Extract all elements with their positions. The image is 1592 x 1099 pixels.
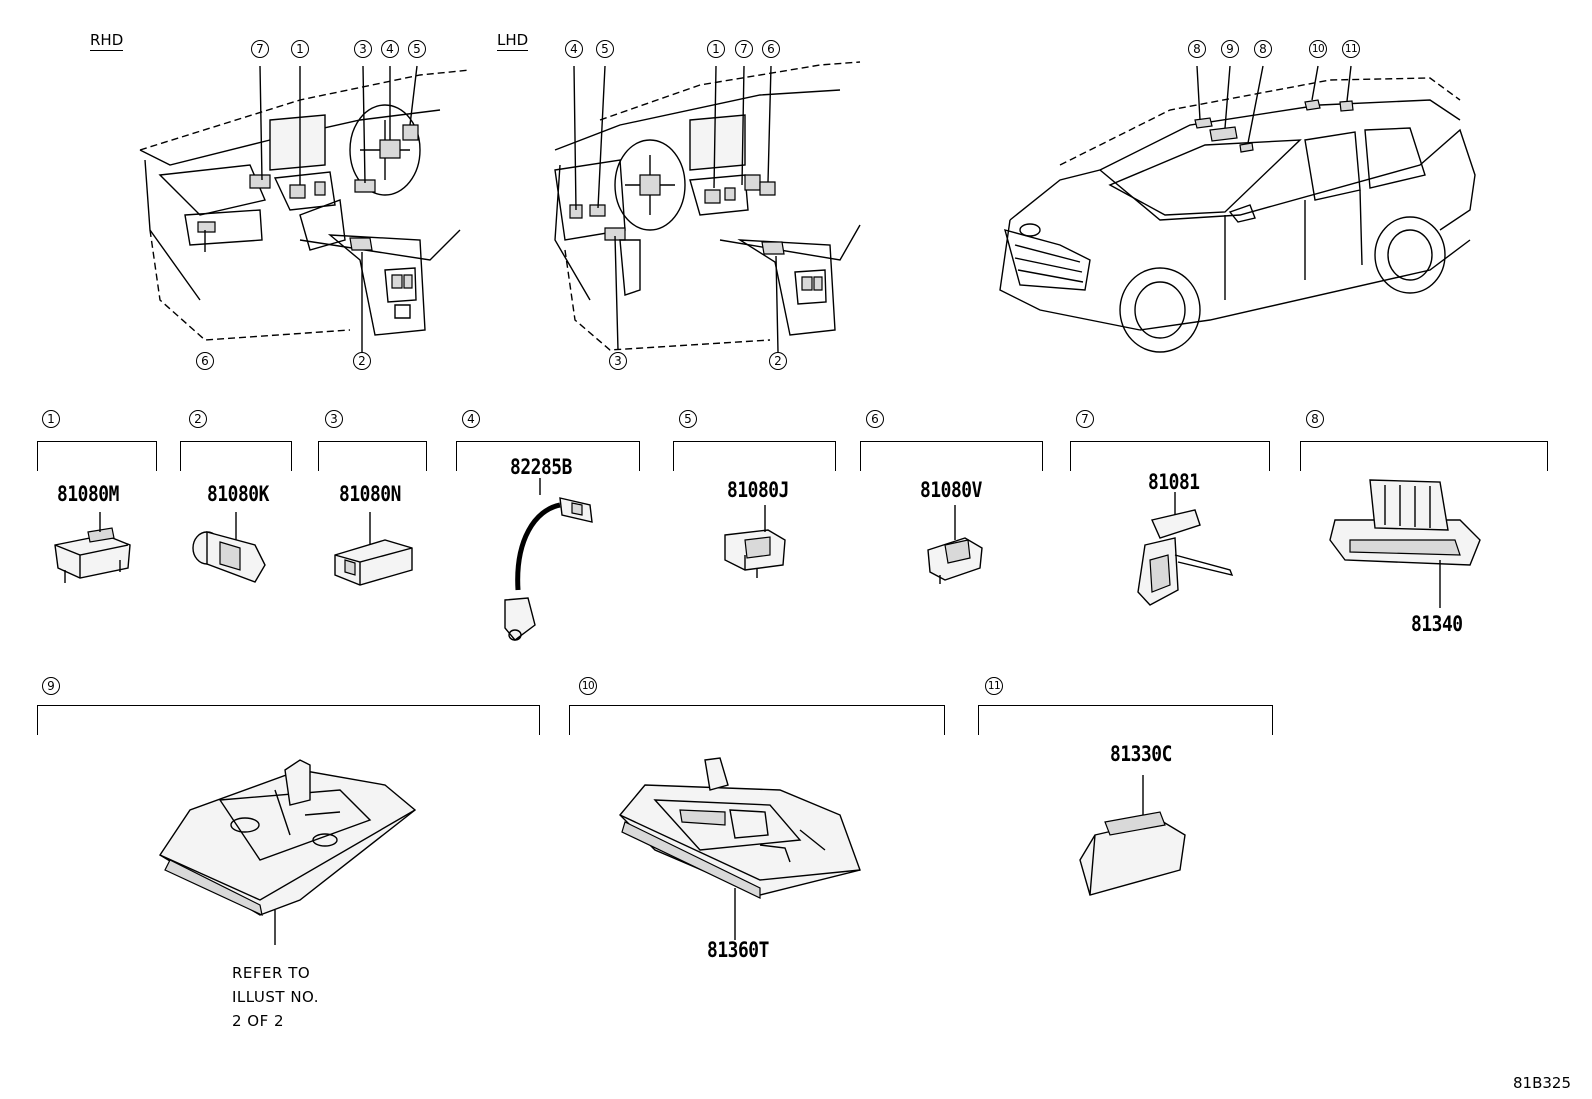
rhd-callout-2: 2 [353,352,371,370]
part-7-bracket [1070,441,1270,471]
part-1-index: 1 [42,410,60,428]
part-9-bracket [37,705,540,735]
vehicle-callout-11: 11 [1342,40,1360,58]
part-8-index: 8 [1306,410,1324,428]
lhd-callout-5: 5 [596,40,614,58]
part-5-bracket [673,441,836,471]
part-11-bracket [978,705,1273,735]
part-3-number: 81080N [339,482,401,506]
part-4-number: 82285B [510,455,572,479]
rhd-callout-1: 1 [291,40,309,58]
diagram-code: 81B325 [1513,1074,1572,1092]
part-9-note: REFER TO ILLUST NO. 2 OF 2 [232,961,319,1033]
part-3-index: 3 [325,410,343,428]
rhd-callout-7: 7 [251,40,269,58]
rhd-view-label: RHD [90,31,124,51]
lhd-callout-4: 4 [565,40,583,58]
lhd-callout-6: 6 [762,40,780,58]
part-9-index: 9 [42,677,60,695]
rhd-callout-3: 3 [354,40,372,58]
part-2-index: 2 [189,410,207,428]
vehicle-callout-8a: 8 [1188,40,1206,58]
lhd-view-label: LHD [497,31,529,51]
rhd-callout-5: 5 [408,40,426,58]
part-4-bracket [456,441,640,471]
part-10-index: 10 [579,677,597,695]
lhd-callout-3: 3 [609,352,627,370]
lhd-callout-2: 2 [769,352,787,370]
part-2-bracket [180,441,292,471]
lhd-callout-1: 1 [707,40,725,58]
vehicle-callout-9: 9 [1221,40,1239,58]
vehicle-callout-8b: 8 [1254,40,1272,58]
rhd-callout-4: 4 [381,40,399,58]
part-6-number: 81080V [920,478,982,502]
lhd-callout-7: 7 [735,40,753,58]
part-8-number: 81340 [1411,612,1463,636]
part-7-number: 81081 [1148,470,1200,494]
part-5-index: 5 [679,410,697,428]
part-2-number: 81080K [207,482,269,506]
vehicle-callout-10: 10 [1309,40,1327,58]
part-9-note-line-3: 2 OF 2 [232,1012,285,1030]
part-4-index: 4 [462,410,480,428]
part-6-index: 6 [866,410,884,428]
part-9-note-line-2: ILLUST NO. [232,988,320,1006]
part-5-number: 81080J [727,478,789,502]
part-8-bracket [1300,441,1548,471]
part-6-bracket [860,441,1043,471]
rhd-callout-6: 6 [196,352,214,370]
part-11-index: 11 [985,677,1003,695]
part-10-bracket [569,705,945,735]
part-11-number: 81330C [1110,742,1172,766]
part-3-bracket [318,441,427,471]
part-1-number: 81080M [57,482,119,506]
part-1-bracket [37,441,157,471]
part-7-index: 7 [1076,410,1094,428]
part-10-number: 81360T [707,938,769,962]
part-9-note-line-1: REFER TO [232,964,311,982]
